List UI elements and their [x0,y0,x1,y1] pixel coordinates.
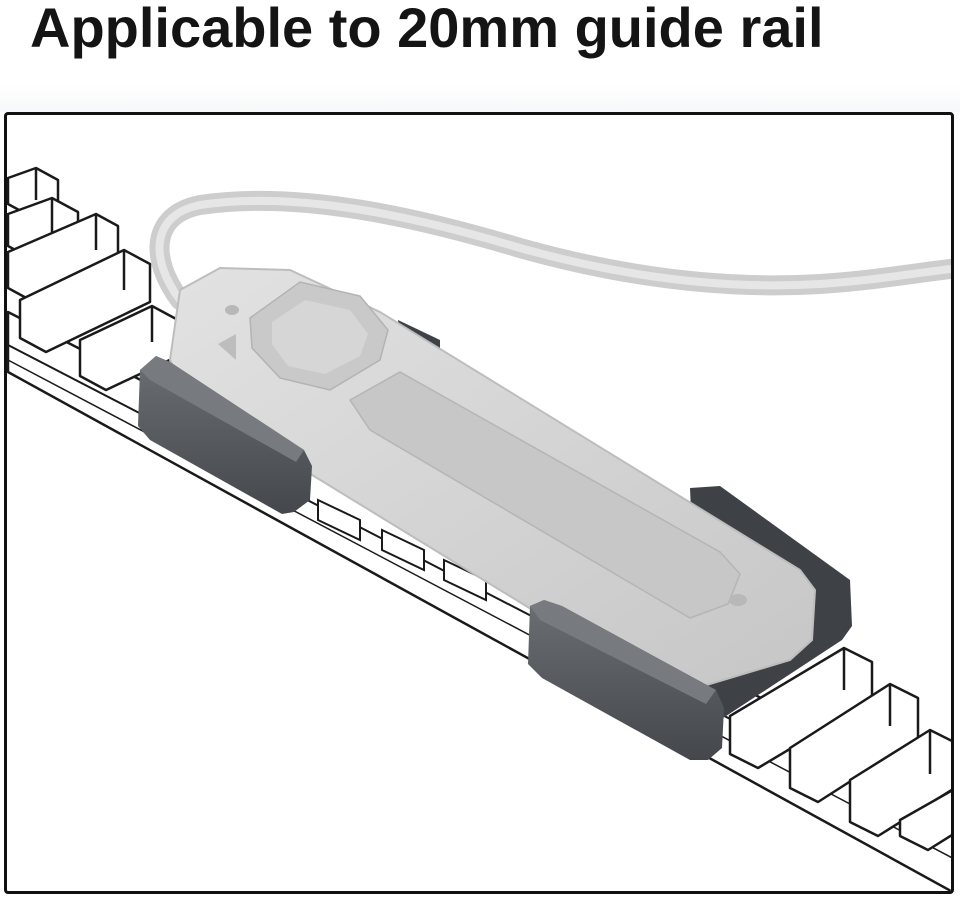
clip-front-right [528,600,724,760]
rail-teeth-right [728,646,951,852]
clip-front-left [138,356,312,514]
background-band [0,84,960,112]
rail-teeth-left [7,166,180,392]
rail-teeth-middle [317,498,487,602]
headline: Applicable to 20mm guide rail [30,0,824,59]
pressure-switch-body [168,266,817,692]
rail-mount-illustration [7,166,951,891]
product-photo-frame [4,112,954,894]
